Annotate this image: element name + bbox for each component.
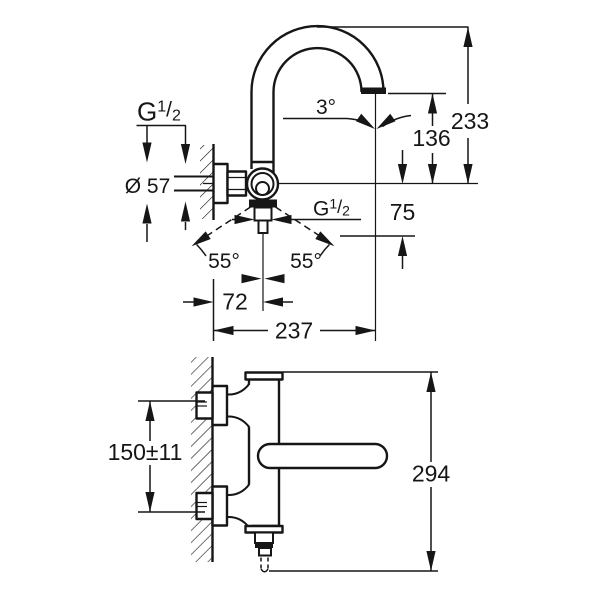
hex-nut [226, 170, 248, 197]
spout-outlet-height-label: 136 [412, 125, 450, 151]
wall-thread-label: G1/2 [137, 97, 181, 127]
swivel-angle-left-label: 55° [208, 250, 240, 273]
upper-hex-connector [195, 391, 214, 420]
dim-outlet-offset: 72 [183, 289, 293, 315]
gooseneck-spout [250, 24, 386, 173]
dim-wall-thread: G1/2 [136, 97, 191, 242]
dim-spout-reach: 237 [212, 279, 376, 344]
flange-diameter-label: Ø 57 [125, 175, 171, 198]
lever-handle [256, 442, 389, 470]
wall-section-front [191, 357, 214, 562]
upper-escutcheon [211, 384, 229, 427]
bottom-outlet [249, 199, 277, 234]
swivel-angle-right-label: 55° [290, 250, 322, 273]
dim-body-height: 294 [269, 371, 451, 572]
spout-angle-label: 3° [316, 96, 336, 119]
dim-spout-angle: 3° [283, 96, 412, 133]
lower-hex-connector [195, 491, 214, 521]
dim-outlet-drop: 75 [340, 150, 415, 269]
dim-connection-spacing: 150±11 [108, 400, 205, 513]
swivel-valve-body [245, 167, 280, 201]
swivel-range-annotation: 55° 55° [188, 206, 338, 284]
upper-union [226, 382, 252, 429]
wall-section-top [200, 144, 215, 220]
front-view-body: 150±11 294 [108, 357, 451, 573]
spout-reach-label: 237 [275, 318, 313, 344]
lower-escutcheon [211, 485, 229, 527]
dim-outlet-thread: G1/2 [232, 196, 361, 225]
dim-overall-height: 233 [317, 26, 489, 184]
wall-hatching [200, 145, 214, 219]
top-view-spout: 55° 55° G1/2 Ø 57 3° [125, 24, 489, 344]
dim-spout-outlet-height: 136 [388, 92, 451, 184]
outlet-drop-label: 75 [390, 199, 416, 225]
spout-mouth-aerator [361, 87, 386, 94]
overall-height-label: 233 [451, 108, 489, 134]
outlet-thread-label: G1/2 [313, 196, 350, 221]
lower-union [226, 483, 252, 529]
outlet-offset-label: 72 [222, 289, 248, 315]
bottom-outlet-front [254, 531, 274, 573]
arrowhead [264, 274, 285, 284]
body-height-label: 294 [412, 461, 451, 487]
escutcheon-flange [212, 162, 229, 205]
connection-spacing-label: 150±11 [108, 439, 183, 465]
wall-hatching [191, 357, 213, 562]
arrowhead [241, 274, 262, 284]
body-top-cap [244, 371, 284, 381]
